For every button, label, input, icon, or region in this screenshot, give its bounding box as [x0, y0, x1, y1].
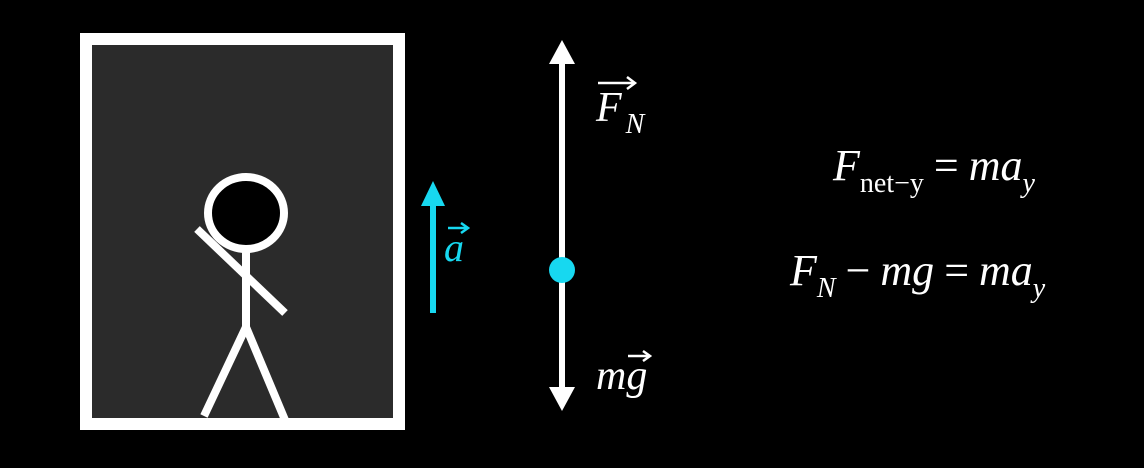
weight-label: mg — [596, 350, 652, 400]
eq1-rhs-subscript: y — [1022, 168, 1035, 199]
eq2-lhs-subscript: N — [816, 273, 836, 304]
force-subscript: N — [625, 109, 645, 140]
acceleration-label: a — [444, 222, 470, 271]
eq1-lhs: F — [833, 141, 860, 190]
eq1-lhs-subscript: net−y — [859, 168, 924, 199]
eq1-equals: = — [933, 141, 959, 190]
eq2-rhs: ma — [979, 246, 1033, 295]
vector-arrow-icon — [598, 76, 638, 90]
weight-symbol: mg — [596, 353, 648, 399]
head — [204, 173, 288, 253]
weight-force-arrow — [549, 270, 575, 411]
acceleration-symbol: a — [444, 225, 464, 270]
equation-expanded: FN−mg=may — [790, 245, 1045, 304]
eq2-lhs: F — [790, 246, 817, 295]
eq2-rhs-subscript: y — [1032, 273, 1046, 304]
vector-arrow-icon — [628, 350, 652, 362]
force-symbol: F — [596, 85, 622, 131]
acceleration-arrow — [421, 181, 445, 313]
eq2-equals: = — [944, 246, 970, 295]
normal-force-arrow — [549, 40, 575, 270]
vector-arrow-icon — [448, 222, 470, 234]
arm — [194, 226, 288, 316]
point-mass-dot — [549, 257, 575, 283]
eq1-rhs: ma — [968, 141, 1023, 190]
eq2-weight-term: mg — [880, 246, 935, 295]
stick-figure-icon — [194, 173, 289, 422]
eq2-minus: − — [845, 246, 871, 295]
right-leg — [242, 325, 289, 422]
equation-net-force: Fnet−y =may — [833, 140, 1035, 199]
left-leg — [200, 325, 250, 418]
